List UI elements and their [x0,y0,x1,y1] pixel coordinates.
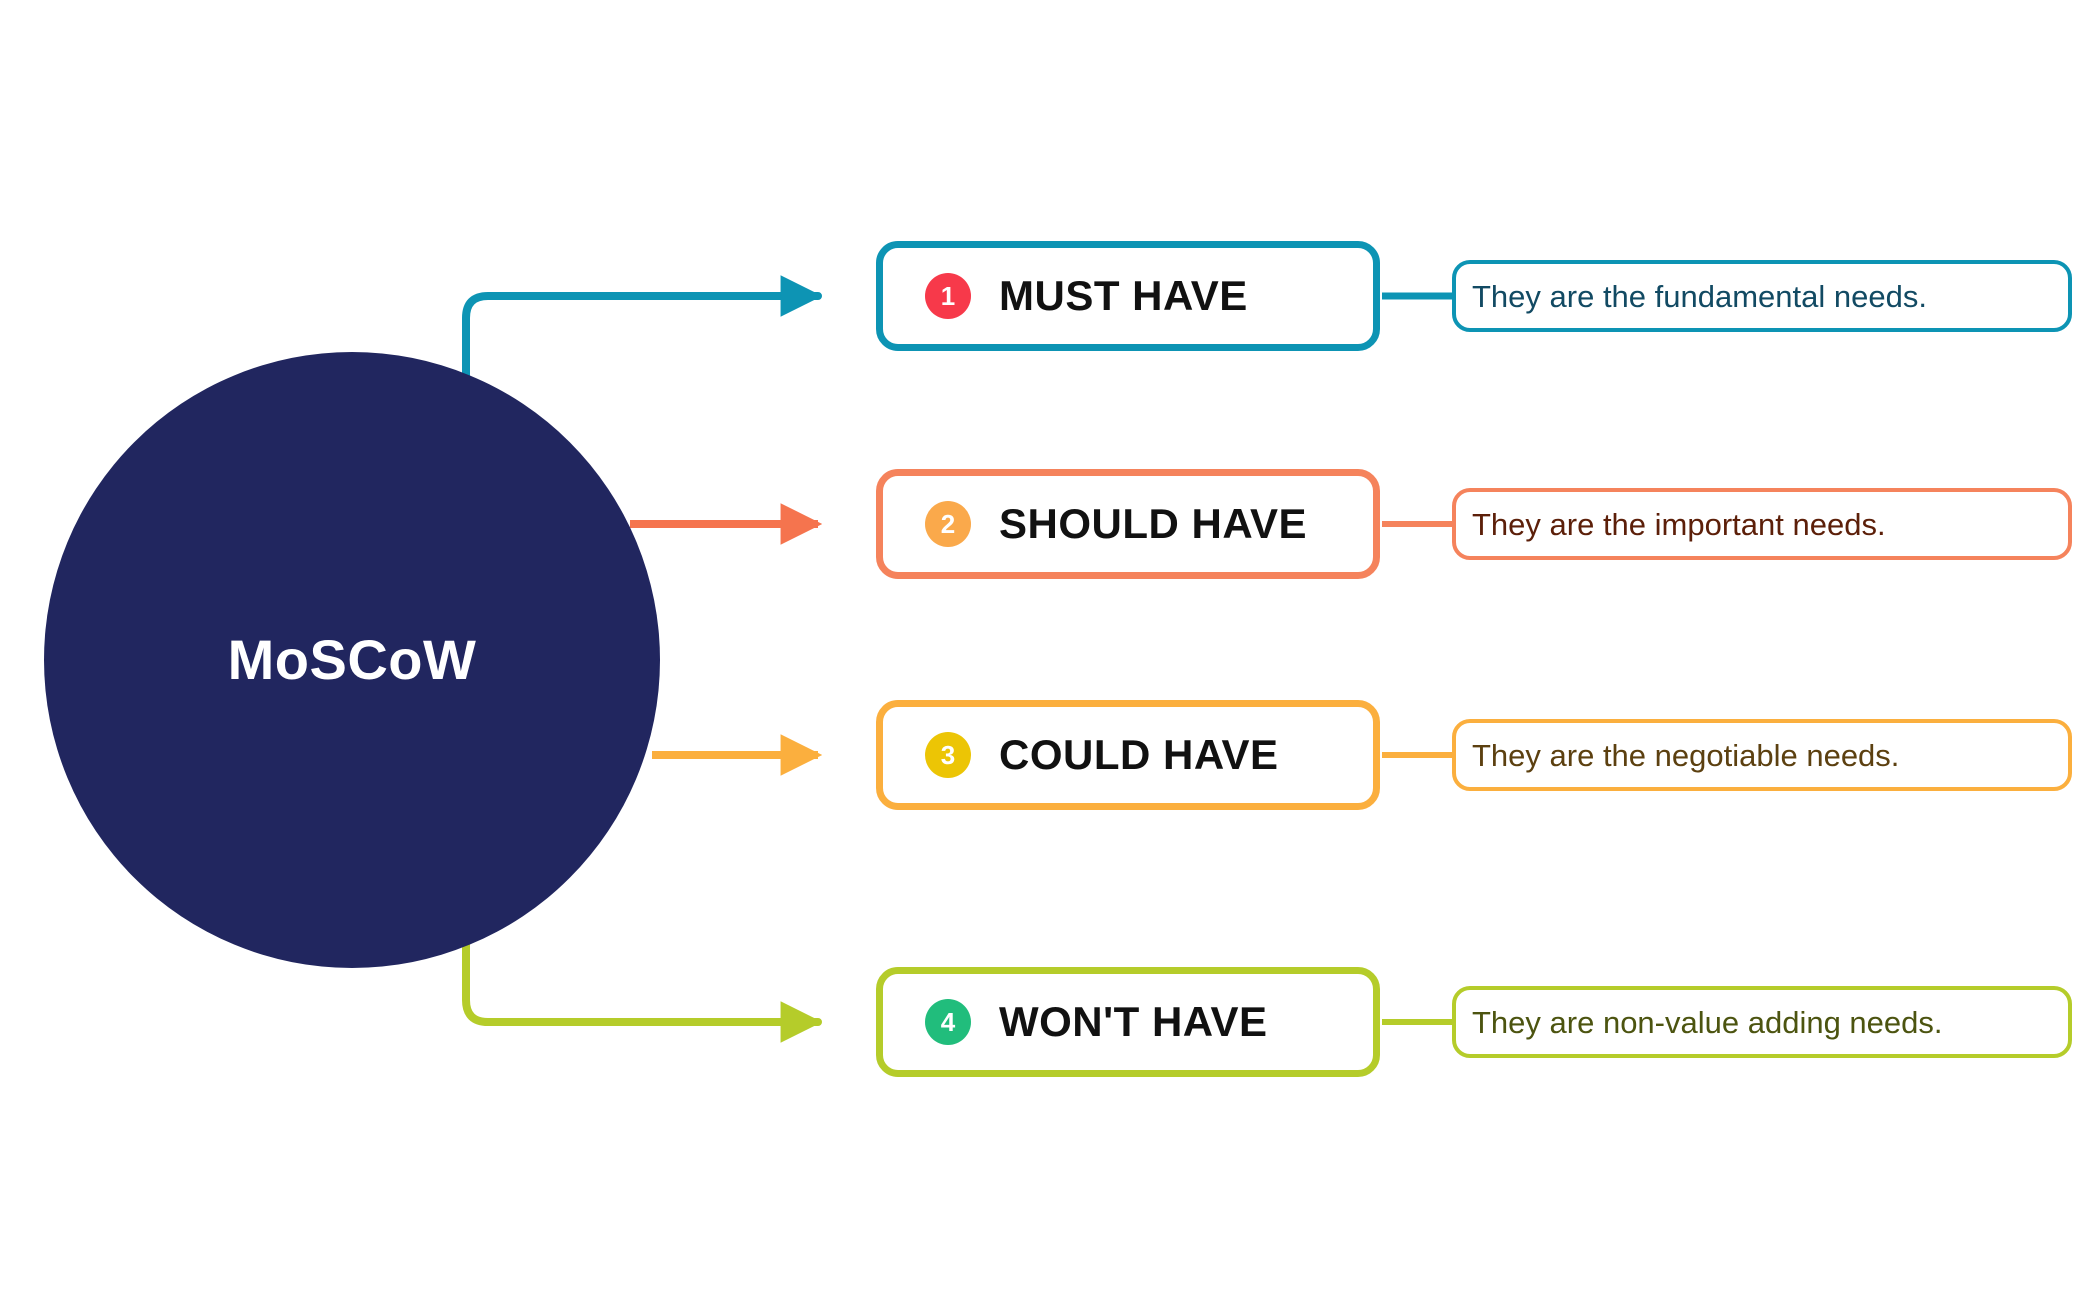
connector-must-have [462,275,823,394]
title-card-wont-have[interactable]: 4 WON'T HAVE [876,967,1380,1077]
title-label-should-have: SHOULD HAVE [999,500,1308,547]
title-card-should-have[interactable]: 2 SHOULD HAVE [876,469,1380,579]
title-card-could-have[interactable]: 3 COULD HAVE [876,700,1380,810]
description-label-could-have: They are the negotiable needs. [1472,737,1900,773]
description-card-wont-have[interactable]: They are non-value adding needs. [1452,986,2072,1058]
description-label-should-have: They are the important needs. [1472,506,1886,542]
description-card-could-have[interactable]: They are the negotiable needs. [1452,719,2072,791]
title-label-could-have: COULD HAVE [999,731,1279,778]
badge-number-4: 4 [925,999,971,1045]
connector-wont-have [462,926,823,1043]
description-card-must-have[interactable]: They are the fundamental needs. [1452,260,2072,332]
center-node-moscow[interactable]: MoSCoW [44,352,660,968]
center-node-label: MoSCoW [227,628,477,691]
title-label-must-have: MUST HAVE [999,272,1248,319]
badge-number-2: 2 [925,501,971,547]
description-label-must-have: They are the fundamental needs. [1472,278,1927,314]
title-card-must-have[interactable]: 1 MUST HAVE [876,241,1380,351]
description-card-should-have[interactable]: They are the important needs. [1452,488,2072,560]
badge-number-3: 3 [925,732,971,778]
title-label-wont-have: WON'T HAVE [999,998,1268,1045]
badge-number-1: 1 [925,273,971,319]
description-label-wont-have: They are non-value adding needs. [1472,1004,1943,1040]
